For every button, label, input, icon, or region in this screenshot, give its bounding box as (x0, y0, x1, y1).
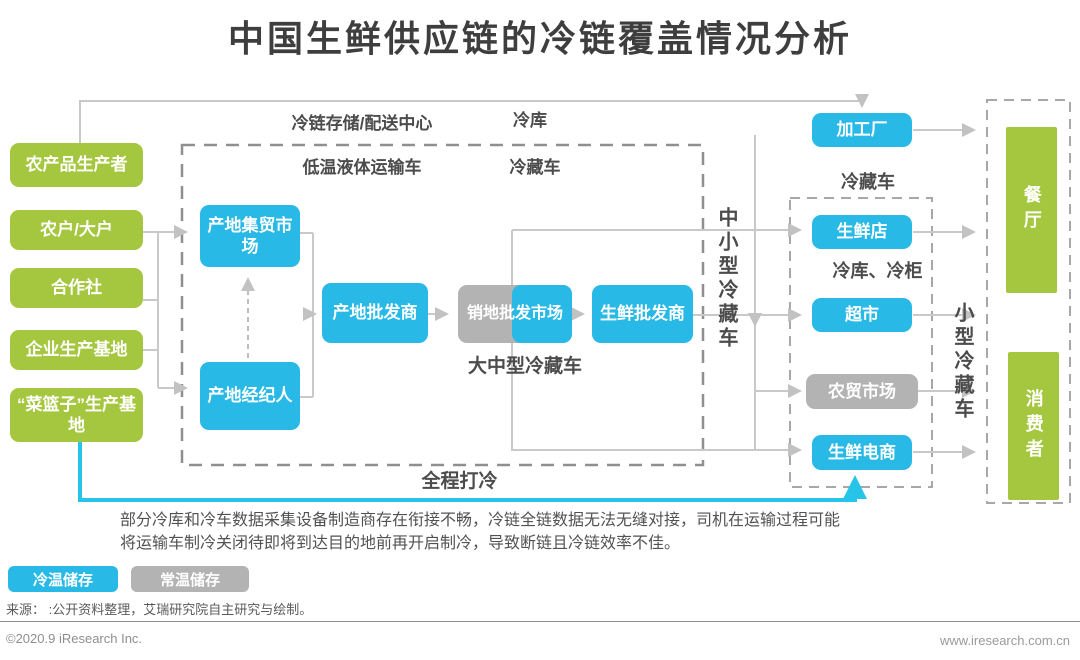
label-cold-cabinet: 冷库、冷柜 (832, 261, 923, 281)
footer-copyright: ©2020.9 iResearch Inc. (6, 631, 143, 646)
node-fresh-ecommerce: 生鲜电商 (812, 435, 912, 470)
legend-normal-storage: 常温储存 (131, 566, 249, 592)
page-title: 中国生鲜供应链的冷链覆盖情况分析 (227, 18, 852, 59)
node-dest-market: 销地批发市场 (458, 285, 572, 343)
node-consumer-label: 消费者 (1023, 388, 1044, 464)
node-fresh-ecommerce-label: 生鲜电商 (828, 442, 896, 462)
gray-connectors (79, 94, 976, 459)
note-text: 部分冷库和冷车数据采集设备制造商存在衔接不畅，冷链全链数据无法无缝对接，司机在运… (120, 512, 841, 553)
node-fresh-wholesaler-label: 生鲜批发商 (600, 304, 685, 324)
node-restaurant-label: 餐厅 (1021, 185, 1042, 235)
node-fresh-store: 生鲜店 (812, 215, 912, 249)
node-origin-market: 产地集贸市场 (200, 205, 300, 267)
node-coop-label: 合作社 (51, 278, 102, 298)
footer-divider (0, 621, 1080, 622)
node-basket-base-label: “菜篮子”生产基地 (17, 394, 136, 435)
node-farmers-market-label: 农贸市场 (828, 381, 896, 401)
node-coop: 合作社 (10, 268, 143, 308)
node-restaurant: 餐厅 (1006, 127, 1057, 293)
label-cold-storage-top: 冷库 (513, 111, 547, 130)
node-producer-top-label: 农产品生产者 (25, 155, 128, 175)
node-origin-wholesaler-label: 产地批发商 (332, 303, 418, 323)
source-note: 来源： :公开资料整理，艾瑞研究院自主研究与绘制。 (6, 602, 313, 617)
footer-website: www.iresearch.com.cn (939, 633, 1070, 648)
label-full-cold: 全程打冷 (421, 471, 498, 492)
node-processing-plant: 加工厂 (812, 113, 912, 147)
node-basket-base: “菜篮子”生产基地 (10, 388, 143, 442)
label-cold-center: 冷链存储/配送中心 (291, 114, 433, 133)
node-farmers: 农户/大户 (10, 210, 143, 250)
node-farmers-label: 农户/大户 (40, 220, 113, 240)
label-reefer-right: 冷藏车 (841, 172, 895, 192)
node-origin-broker-label: 产地经纪人 (207, 386, 293, 406)
node-consumer: 消费者 (1008, 352, 1059, 500)
legend-cold-storage-label: 冷温储存 (32, 571, 93, 589)
node-fresh-wholesaler: 生鲜批发商 (592, 285, 693, 343)
full-cold-chain-line (78, 442, 867, 502)
label-reefer-inner: 冷藏车 (509, 158, 561, 177)
dashed-box-cold-center (180, 143, 705, 467)
label-large-mid-reefer: 大中型冷藏车 (467, 356, 582, 377)
label-small-reefer: 小型冷藏车 (951, 302, 973, 422)
legend-cold-storage: 冷温储存 (8, 566, 118, 592)
node-farmers-market: 农贸市场 (806, 374, 918, 409)
label-low-temp-truck: 低温液体运输车 (302, 158, 422, 177)
dashed-box-endpoint (986, 99, 1071, 504)
legend-normal-storage-label: 常温储存 (159, 571, 220, 589)
label-small-mid-reefer: 中小型冷藏车 (715, 207, 737, 351)
node-enterprise-base-label: 企业生产基地 (25, 340, 128, 360)
node-origin-broker: 产地经纪人 (200, 362, 300, 430)
node-producer-top: 农产品生产者 (10, 143, 143, 187)
node-supermarket: 超市 (812, 298, 912, 332)
node-fresh-store-label: 生鲜店 (836, 222, 888, 242)
node-dest-market-label: 销地批发市场 (466, 305, 563, 322)
node-enterprise-base: 企业生产基地 (10, 330, 143, 370)
node-origin-wholesaler: 产地批发商 (322, 283, 428, 343)
node-origin-market-label: 产地集贸市场 (207, 215, 293, 256)
node-supermarket-label: 超市 (845, 305, 879, 325)
node-processing-plant-label: 加工厂 (836, 120, 888, 140)
